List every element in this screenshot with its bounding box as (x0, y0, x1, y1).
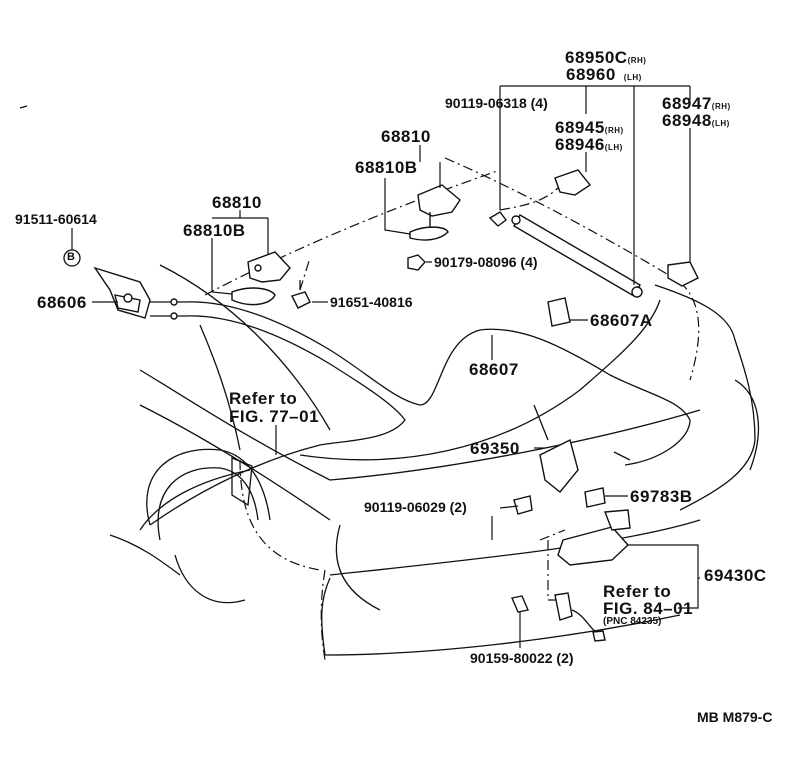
hinge-center-68810 (409, 184, 461, 241)
lock-69350 (513, 404, 579, 515)
part-number-68950c: 68950C (565, 48, 628, 67)
bumper-69783b (584, 487, 606, 508)
bumper-dashed-edge (320, 569, 326, 661)
label-69350: 69350 (470, 439, 520, 458)
car-body-outline (109, 157, 760, 661)
nut-90179-08096 (407, 254, 426, 271)
label-90119-06318: 90119-06318 (4) (445, 95, 548, 111)
quarter-panel-top (159, 264, 331, 431)
suffix-rh: (RH) (604, 126, 624, 135)
label-91651-40816: 91651-40816 (330, 294, 413, 310)
label-68810-left: 68810 (212, 193, 262, 212)
right-rear-body (654, 284, 756, 511)
label-refer-to-2: Refer to (603, 582, 672, 601)
label-68810b-center: 68810B (355, 158, 418, 177)
c-pillar-line (199, 324, 241, 451)
label-90119-06029: 90119-06029 (2) (364, 499, 467, 515)
label-68607a: 68607A (590, 311, 653, 330)
part-number-68946: 68946 (555, 135, 605, 154)
bumper-left-curve (335, 524, 381, 611)
bumper-bottom-line (324, 614, 681, 656)
right-tail-light (734, 379, 760, 471)
trunk-opening-front-edge (204, 169, 501, 296)
bumper-lower-line (329, 519, 701, 576)
bolt-90159-80022 (511, 595, 529, 613)
suffix-rh: (RH) (627, 56, 647, 65)
release-lever-68606 (93, 266, 185, 320)
suffix-lh: (LH) (711, 119, 730, 128)
wheel-arch-lower (174, 554, 246, 604)
label-68946: 68946(LH) (555, 136, 623, 153)
label-pnc-84235: (PNC 84235) (603, 616, 662, 627)
b-marker-letter: B (67, 251, 75, 263)
label-68948: 68948(LH) (662, 112, 730, 129)
wheel-arch-outer (146, 448, 271, 526)
clamp-68607a (547, 297, 571, 327)
guide-lines (299, 187, 566, 601)
fuel-lid (231, 457, 253, 507)
label-68606: 68606 (37, 293, 87, 312)
label-68947: 68947(RH) (662, 95, 731, 112)
label-68607: 68607 (469, 360, 519, 379)
bumper-top-line (329, 409, 701, 481)
part-number-68960: 68960 (566, 65, 616, 84)
trunk-damper (488, 169, 699, 298)
part-number-68945: 68945 (555, 118, 605, 137)
label-fig-84-01: FIG. 84–01 (603, 599, 694, 618)
label-68810b-left: 68810B (183, 221, 246, 240)
side-body-line-upper (139, 369, 331, 481)
quarter-panel-dashed (239, 459, 321, 571)
release-cables (139, 301, 691, 531)
label-90159-80022: 90159-80022 (2) (470, 650, 574, 666)
leader-lines (71, 85, 700, 648)
suffix-lh: (LH) (623, 73, 642, 82)
label-68960: 68960 (LH) (566, 66, 642, 83)
wheel-arch-inner (157, 467, 259, 541)
part-number-68948: 68948 (662, 111, 712, 130)
label-68950c: 68950C(RH) (565, 49, 646, 66)
bolt-91651-40816 (291, 280, 311, 309)
label-68945: 68945(RH) (555, 119, 624, 136)
striker-69430c (554, 509, 631, 642)
trunk-opening-rear-corner (679, 281, 700, 381)
label-fig-77-01: FIG. 77–01 (229, 407, 320, 426)
part-number-68947: 68947 (662, 94, 712, 113)
label-91511-60614: 91511-60614 (15, 211, 97, 227)
rocker-line (109, 534, 181, 576)
hinge-left-68810 (231, 251, 291, 306)
drawing-id: MB M879-C (697, 709, 773, 725)
label-69430c: 69430C (704, 566, 767, 585)
bumper-left-end (321, 577, 331, 656)
cable-fuel-lid-end (139, 469, 251, 531)
label-90179-08096: 90179-08096 (4) (434, 254, 538, 270)
lock-rod (613, 451, 631, 461)
trunk-lid-rear-edge (299, 299, 661, 461)
label-69783b: 69783B (630, 487, 693, 506)
suffix-lh: (LH) (604, 143, 623, 152)
cable-68607 (184, 301, 691, 466)
suffix-rh: (RH) (711, 102, 731, 111)
label-68810-center: 68810 (381, 127, 431, 146)
label-refer-to-1: Refer to (229, 389, 298, 408)
stray-mark (19, 105, 28, 109)
